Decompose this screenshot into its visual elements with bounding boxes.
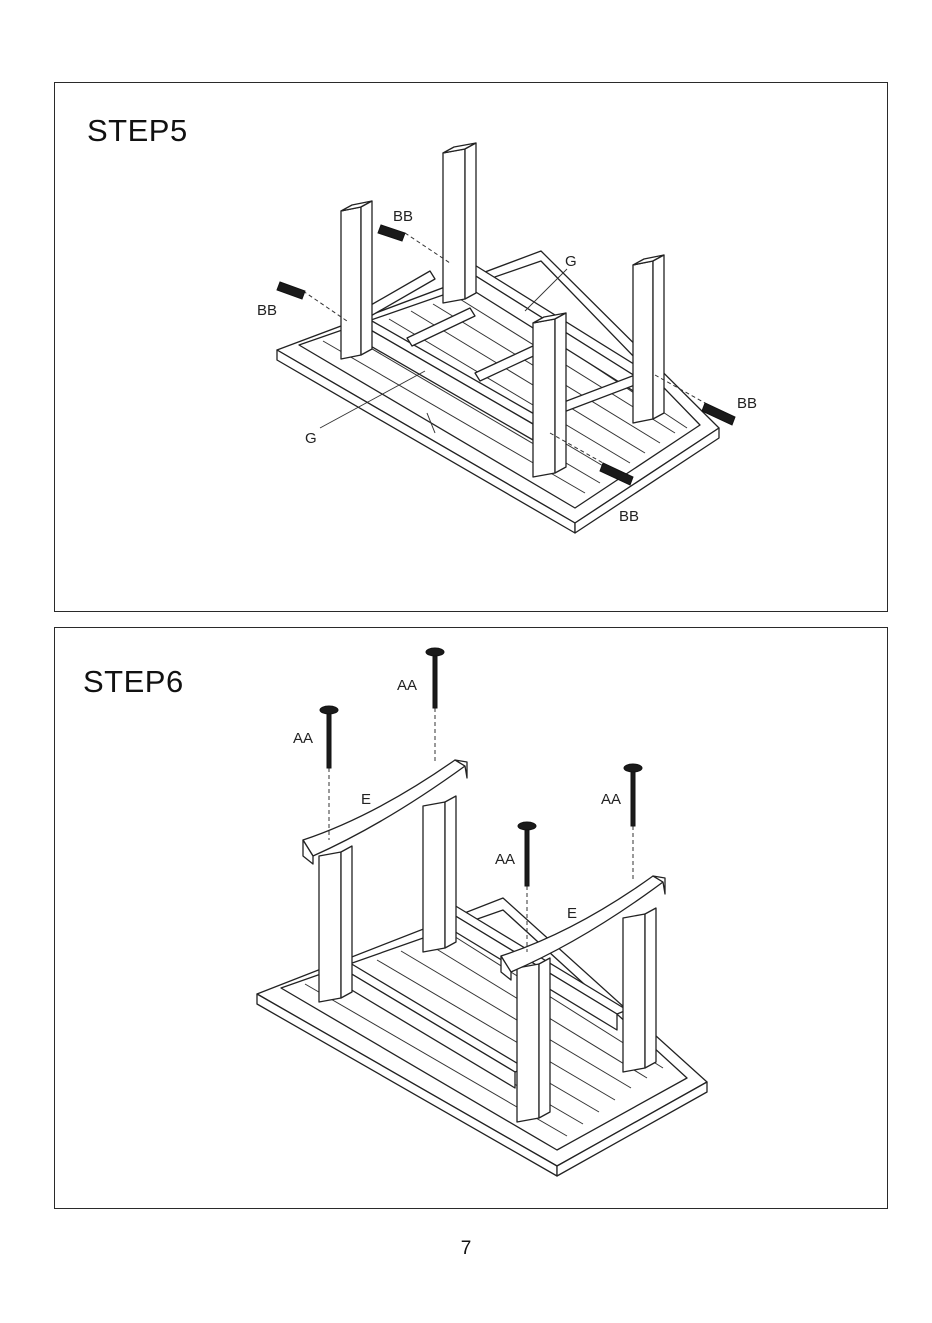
step-5-panel: STEP5: [54, 82, 888, 612]
label-bb-bottom: BB: [619, 508, 639, 525]
label-aa-middle: AA: [495, 851, 515, 868]
label-g-right: G: [565, 253, 577, 270]
label-aa-right: AA: [601, 791, 621, 808]
label-e-left: E: [361, 791, 371, 808]
label-bb-top: BB: [393, 208, 413, 225]
label-e-right: E: [567, 905, 577, 922]
step-5-illustration: BB BB G G BB BB: [55, 83, 889, 613]
step-6-illustration: AA AA E AA AA E: [55, 628, 889, 1210]
page-number: 7: [0, 1238, 932, 1260]
label-aa-left: AA: [293, 730, 313, 747]
label-aa-top: AA: [397, 677, 417, 694]
label-bb-left: BB: [257, 302, 277, 319]
step-6-panel: STEP6: [54, 627, 888, 1209]
label-bb-right: BB: [737, 395, 757, 412]
label-g-left: G: [305, 430, 317, 447]
